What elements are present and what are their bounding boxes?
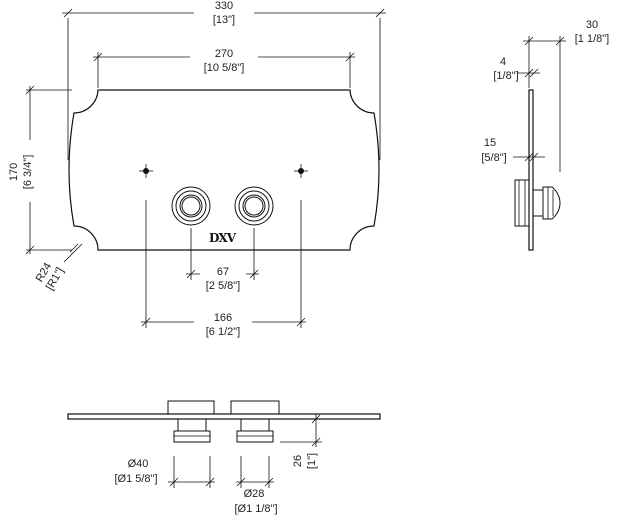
brand-logo: DXV — [209, 231, 237, 245]
dim-plate-thickness: 4 [1/8"] — [493, 56, 540, 82]
dim-small-diameter: Ø28 [Ø1 1/8"] — [234, 477, 278, 515]
small-diameter-in: [Ø1 1/8"] — [234, 503, 277, 515]
small-diameter-mm: Ø28 — [244, 488, 265, 500]
side-depth-mm: 30 — [586, 19, 598, 31]
height-mm: 170 — [8, 163, 20, 181]
dim-offset-15: 15 [5/8"] — [481, 137, 545, 164]
overall-width-mm: 330 — [215, 0, 233, 12]
flush-button-right — [234, 186, 274, 226]
large-diameter-mm: Ø40 — [128, 458, 149, 470]
large-diameter-in: [Ø1 5/8"] — [114, 473, 157, 485]
offset-15-mm: 15 — [484, 137, 496, 149]
button-spacing-in: [2 5/8"] — [206, 280, 240, 292]
side-view: 30 [1 1/8"] 4 [1/8"] 15 [5/8"] — [481, 19, 609, 251]
dim-large-diameter: Ø40 [Ø1 5/8"] — [102, 458, 215, 488]
front-view: DXV 330 [13"] 270 [10 5/8"] — [0, 0, 386, 342]
plate-width-mm: 270 — [215, 48, 233, 60]
plate-thickness-in: [1/8"] — [493, 70, 518, 82]
dim-mount-spacing: 166 [6 1/2"] — [141, 310, 306, 342]
plate-width-in: [10 5/8"] — [204, 62, 245, 74]
dim-plate-width: 270 [10 5/8"] — [93, 44, 355, 76]
button-spacing-mm: 67 — [217, 266, 229, 278]
dim-corner-radius: R24 [R1"] — [34, 243, 83, 292]
bottom-button-right — [236, 418, 274, 443]
height-in: [6 3/4"] — [22, 155, 34, 189]
mount-spacing-mm: 166 — [214, 312, 232, 324]
mount-spacing-in: [6 1/2"] — [206, 326, 240, 338]
front-plate-outline — [68, 89, 380, 251]
side-button-assembly — [514, 179, 561, 227]
mount-mark-right — [294, 164, 308, 178]
plate-thickness-mm: 4 — [500, 56, 506, 68]
side-depth-in: [1 1/8"] — [575, 33, 609, 45]
button-height-mm: 26 — [292, 455, 304, 467]
dim-side-depth: 30 [1 1/8"] — [523, 19, 609, 46]
dim-height: 170 [6 3/4"] — [0, 85, 38, 255]
bottom-button-left — [173, 418, 211, 443]
dim-button-height: 26 [1"] — [292, 414, 321, 469]
button-height-in: [1"] — [306, 453, 318, 469]
bottom-plate — [67, 413, 381, 420]
offset-15-in: [5/8"] — [481, 152, 506, 164]
mount-mark-left — [139, 164, 153, 178]
dim-button-spacing: 67 [2 5/8"] — [186, 262, 259, 294]
flush-button-left — [171, 186, 211, 226]
bottom-view: Ø40 [Ø1 5/8"] Ø28 [Ø1 1/8"] 26 [1"] — [67, 400, 381, 515]
overall-width-in: [13"] — [213, 14, 235, 26]
dim-overall-width: 330 [13"] — [62, 0, 386, 30]
side-plate — [528, 89, 534, 251]
